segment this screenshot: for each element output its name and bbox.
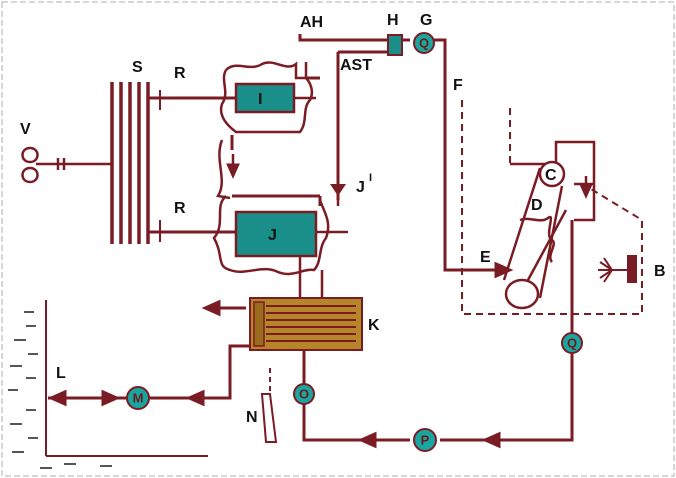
svg-text:Q: Q: [419, 36, 429, 51]
label-S: S: [132, 59, 143, 76]
label-F: F: [453, 77, 463, 94]
svg-text:I: I: [369, 172, 372, 184]
turbine-links: [230, 76, 322, 206]
label-E: E: [480, 249, 491, 266]
cooling-water-line: [48, 344, 250, 400]
valve-J-prime: J I: [330, 172, 372, 206]
label-R-bottom: R: [174, 200, 186, 217]
cooling-water-body-L: [45, 300, 208, 457]
label-AH: AH: [300, 14, 323, 31]
boiler-drum-assembly: [502, 140, 596, 299]
pump-O: O: [293, 383, 315, 405]
drum-C: C: [538, 160, 566, 188]
svg-text:O: O: [299, 387, 309, 402]
svg-text:J: J: [356, 179, 365, 196]
valve-H: [387, 34, 403, 56]
label-V: V: [20, 121, 31, 138]
label-AST: AST: [340, 57, 372, 74]
svg-text:M: M: [133, 391, 144, 406]
label-R-top: R: [174, 65, 186, 82]
svg-text:P: P: [421, 433, 430, 448]
pump-M: M: [126, 386, 150, 410]
pump-Q-top: Q: [413, 32, 435, 54]
pump-P: P: [413, 428, 437, 452]
label-N: N: [246, 409, 258, 426]
pump-Q-right: Q: [561, 332, 583, 354]
furnace-enclosure: [461, 100, 643, 315]
burner-B: [598, 255, 637, 283]
tank-N: [260, 368, 278, 443]
svg-text:I: I: [258, 91, 262, 108]
label-D: D: [531, 197, 543, 214]
svg-text:J: J: [268, 227, 277, 244]
water-ripples: [8, 311, 112, 469]
stator-S: [110, 82, 150, 244]
turbine-casing: [212, 61, 330, 276]
condenser-K: [249, 297, 363, 351]
label-B: B: [654, 263, 666, 280]
label-K: K: [368, 317, 380, 334]
drum-lower: [504, 278, 540, 310]
label-L: L: [56, 365, 66, 382]
svg-text:Q: Q: [567, 336, 577, 351]
svg-text:C: C: [545, 167, 557, 184]
label-G: G: [420, 12, 432, 29]
turbine-J: J: [234, 210, 348, 258]
label-H: H: [387, 12, 399, 29]
coil-V: [21, 146, 112, 184]
turbine-I: I: [234, 82, 316, 114]
main-steam-line: [298, 34, 514, 279]
